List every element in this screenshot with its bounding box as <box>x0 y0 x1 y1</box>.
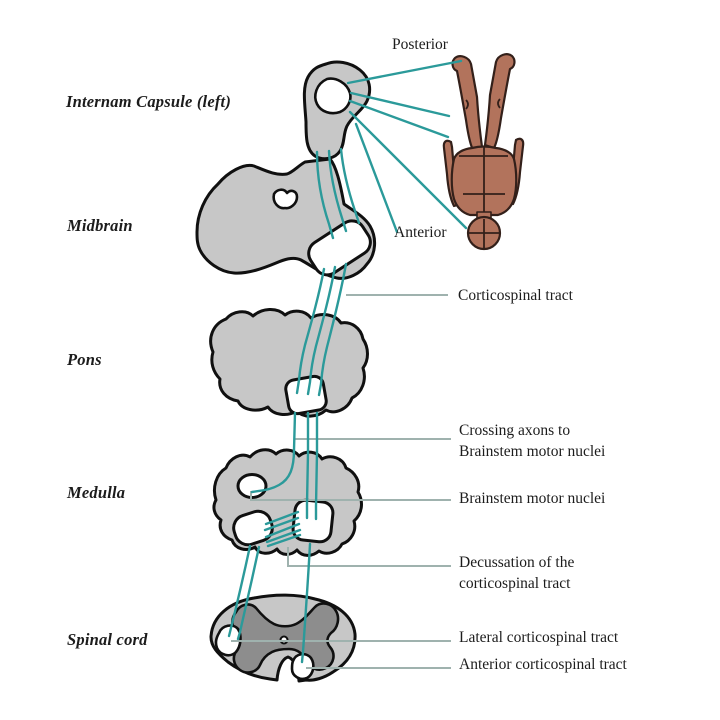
label-spinal-cord: Spinal cord <box>67 630 148 649</box>
internal-capsule-white-core <box>314 77 352 115</box>
tract-lateral-cord-1 <box>227 544 252 638</box>
tract-midbrain-pons-2 <box>306 265 337 396</box>
pons-shape <box>209 308 369 418</box>
tract-capsule-peduncle-3 <box>339 147 361 225</box>
tract-pons-pyramid-1 <box>305 411 310 520</box>
leader-lines <box>231 294 451 669</box>
label-anterior: Anterior <box>394 224 447 241</box>
tract-pons-nucleus <box>250 411 297 494</box>
cerebral-aqueduct-hole <box>272 188 299 210</box>
cerebral-peduncle-white <box>307 219 372 277</box>
tract-lines <box>227 59 468 664</box>
label-midbrain: Midbrain <box>67 216 133 235</box>
label-anterior-tract: Anterior corticospinal tract <box>459 656 627 673</box>
figure-right-leg <box>483 53 516 150</box>
label-medulla: Medulla <box>67 483 126 502</box>
label-corticospinal-tract: Corticospinal tract <box>458 287 573 304</box>
decussation-line-5 <box>266 533 302 548</box>
pons-tract-white <box>284 374 328 416</box>
tract-midbrain-pons-3 <box>317 262 348 397</box>
decussation-line-1 <box>264 510 300 526</box>
tract-capsule-peduncle-1 <box>315 150 335 240</box>
fan-line-to-head <box>348 110 468 230</box>
tract-lateral-cord-2 <box>236 545 261 641</box>
fan-line-to-hand <box>348 99 450 139</box>
label-lateral-tract: Lateral corticospinal tract <box>459 629 619 646</box>
decussation-line-4 <box>265 528 302 544</box>
tract-pons-pyramid-2 <box>314 411 319 521</box>
label-posterior: Posterior <box>392 36 448 53</box>
leader-brainstem-motor-nuclei <box>250 491 451 501</box>
label-brainstem-motor-nuclei: Brainstem motor nuclei <box>459 490 606 507</box>
label-decussation: Decussation of the corticospinal tract <box>459 554 575 592</box>
tract-anterior-cord <box>300 542 312 664</box>
decussation-line-2 <box>263 516 300 532</box>
figure-face-cross <box>469 219 499 248</box>
fan-line-to-feet <box>346 59 463 85</box>
fan-line-to-thigh <box>349 91 451 118</box>
fan-line-to-anterior <box>354 122 399 234</box>
decussation-line-3 <box>264 522 301 539</box>
human-figure <box>442 53 525 251</box>
label-crossing-axons: Crossing axons to Brainstem motor nuclei <box>459 422 606 460</box>
anterior-tract-white <box>290 652 315 681</box>
label-pons: Pons <box>67 350 102 369</box>
tract-capsule-peduncle-2 <box>327 149 348 233</box>
tract-midbrain-pons-1 <box>295 267 326 395</box>
leader-decussation <box>287 547 451 567</box>
label-internal-capsule: Internam Capsule (left) <box>66 92 232 111</box>
figure-torso-lines <box>459 147 508 212</box>
figure-knee-marks <box>465 98 501 110</box>
